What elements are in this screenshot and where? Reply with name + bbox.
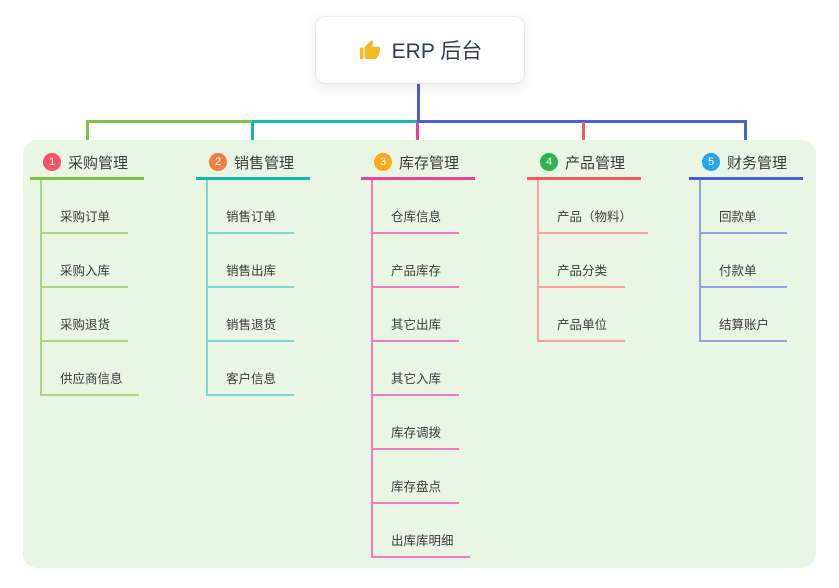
connector-drop-sales bbox=[251, 122, 254, 146]
child-node-label: 其它入库 bbox=[391, 372, 442, 386]
child-node-label: 库存调拨 bbox=[391, 426, 442, 440]
branch-children: 采购订单 采购入库 采购退货 供应商信息 bbox=[40, 180, 144, 396]
branch-children: 回款单 付款单 结算账户 bbox=[699, 180, 803, 342]
child-node-product-category[interactable]: 产品分类 bbox=[539, 234, 625, 288]
branch-number-badge: 1 bbox=[43, 153, 61, 171]
child-node-receipt-doc[interactable]: 回款单 bbox=[701, 180, 787, 234]
child-node-label: 供应商信息 bbox=[60, 372, 123, 386]
child-node-warehouse-info[interactable]: 仓库信息 bbox=[373, 180, 459, 234]
child-node-purchase-inbound[interactable]: 采购入库 bbox=[42, 234, 128, 288]
branch-node-finance[interactable]: 5 财务管理 bbox=[689, 147, 803, 180]
connector-root-vertical bbox=[417, 83, 420, 123]
branch-number-badge: 4 bbox=[540, 153, 558, 171]
child-node-label: 销售出库 bbox=[226, 264, 277, 278]
root-node-label: ERP 后台 bbox=[391, 40, 483, 63]
branch-children: 仓库信息 产品库存 其它出库 其它入库 库存调拨 库存盘点 出库库明细 bbox=[371, 180, 475, 558]
root-node-erp-backend[interactable]: ERP 后台 bbox=[316, 17, 524, 83]
branch-node-inventory[interactable]: 3 库存管理 bbox=[361, 147, 475, 180]
child-node-other-inbound[interactable]: 其它入库 bbox=[373, 342, 459, 396]
thumbs-up-icon bbox=[359, 39, 380, 59]
branch-node-label: 库存管理 bbox=[399, 154, 460, 172]
child-node-sales-order[interactable]: 销售订单 bbox=[208, 180, 294, 234]
child-node-label: 付款单 bbox=[719, 264, 757, 278]
branch-node-label: 采购管理 bbox=[68, 154, 129, 172]
connector-drop-finance bbox=[744, 122, 747, 146]
branch-number-badge: 5 bbox=[702, 153, 720, 171]
child-node-stock-count[interactable]: 库存盘点 bbox=[373, 450, 459, 504]
branch-number-badge: 3 bbox=[374, 153, 392, 171]
child-node-purchase-order[interactable]: 采购订单 bbox=[42, 180, 128, 234]
connector-drop-purchase bbox=[86, 122, 89, 146]
branch-node-purchase[interactable]: 1 采购管理 bbox=[30, 147, 144, 180]
child-node-product-unit[interactable]: 产品单位 bbox=[539, 288, 625, 342]
child-node-label: 产品单位 bbox=[557, 318, 608, 332]
child-node-label: 其它出库 bbox=[391, 318, 442, 332]
child-node-product-material[interactable]: 产品（物料） bbox=[539, 180, 649, 234]
child-node-sales-outbound[interactable]: 销售出库 bbox=[208, 234, 294, 288]
child-node-payment-doc[interactable]: 付款单 bbox=[701, 234, 787, 288]
child-node-purchase-return[interactable]: 采购退货 bbox=[42, 288, 128, 342]
connector-drop-product bbox=[582, 122, 585, 146]
branch-node-label: 销售管理 bbox=[234, 154, 295, 172]
group-panel bbox=[23, 140, 816, 568]
branch-node-sales[interactable]: 2 销售管理 bbox=[196, 147, 310, 180]
branch-finance: 5 财务管理 回款单 付款单 结算账户 bbox=[689, 147, 803, 342]
child-node-label: 回款单 bbox=[719, 210, 757, 224]
branch-sales: 2 销售管理 销售订单 销售出库 销售退货 客户信息 bbox=[196, 147, 310, 396]
branch-node-label: 财务管理 bbox=[727, 154, 788, 172]
child-node-label: 结算账户 bbox=[719, 318, 770, 332]
child-node-label: 采购订单 bbox=[60, 210, 111, 224]
child-node-label: 产品库存 bbox=[391, 264, 442, 278]
child-node-supplier-info[interactable]: 供应商信息 bbox=[42, 342, 139, 396]
child-node-customer-info[interactable]: 客户信息 bbox=[208, 342, 294, 396]
child-node-outbound-detail[interactable]: 出库库明细 bbox=[373, 504, 470, 558]
branch-product: 4 产品管理 产品（物料） 产品分类 产品单位 bbox=[527, 147, 649, 342]
child-node-label: 销售退货 bbox=[226, 318, 277, 332]
child-node-label: 产品（物料） bbox=[557, 210, 633, 224]
child-node-label: 客户信息 bbox=[226, 372, 277, 386]
child-node-stock-transfer[interactable]: 库存调拨 bbox=[373, 396, 459, 450]
branch-node-product[interactable]: 4 产品管理 bbox=[527, 147, 641, 180]
child-node-label: 库存盘点 bbox=[391, 480, 442, 494]
child-node-product-stock[interactable]: 产品库存 bbox=[373, 234, 459, 288]
connector-bus-finance bbox=[417, 120, 747, 123]
branch-number-badge: 2 bbox=[209, 153, 227, 171]
child-node-settlement-account[interactable]: 结算账户 bbox=[701, 288, 787, 342]
connector-bus-sales bbox=[252, 120, 419, 123]
child-node-other-outbound[interactable]: 其它出库 bbox=[373, 288, 459, 342]
connector-bus-purchase bbox=[86, 120, 254, 123]
branch-children: 产品（物料） 产品分类 产品单位 bbox=[537, 180, 649, 342]
child-node-label: 产品分类 bbox=[557, 264, 608, 278]
child-node-label: 采购退货 bbox=[60, 318, 111, 332]
child-node-label: 销售订单 bbox=[226, 210, 277, 224]
connector-drop-inventory bbox=[416, 122, 419, 146]
branch-children: 销售订单 销售出库 销售退货 客户信息 bbox=[206, 180, 310, 396]
child-node-label: 仓库信息 bbox=[391, 210, 442, 224]
child-node-label: 出库库明细 bbox=[391, 534, 454, 548]
child-node-label: 采购入库 bbox=[60, 264, 111, 278]
child-node-sales-return[interactable]: 销售退货 bbox=[208, 288, 294, 342]
branch-node-label: 产品管理 bbox=[565, 154, 626, 172]
branch-inventory: 3 库存管理 仓库信息 产品库存 其它出库 其它入库 库存调拨 库存盘点 出库库… bbox=[361, 147, 475, 558]
branch-purchase: 1 采购管理 采购订单 采购入库 采购退货 供应商信息 bbox=[30, 147, 144, 396]
